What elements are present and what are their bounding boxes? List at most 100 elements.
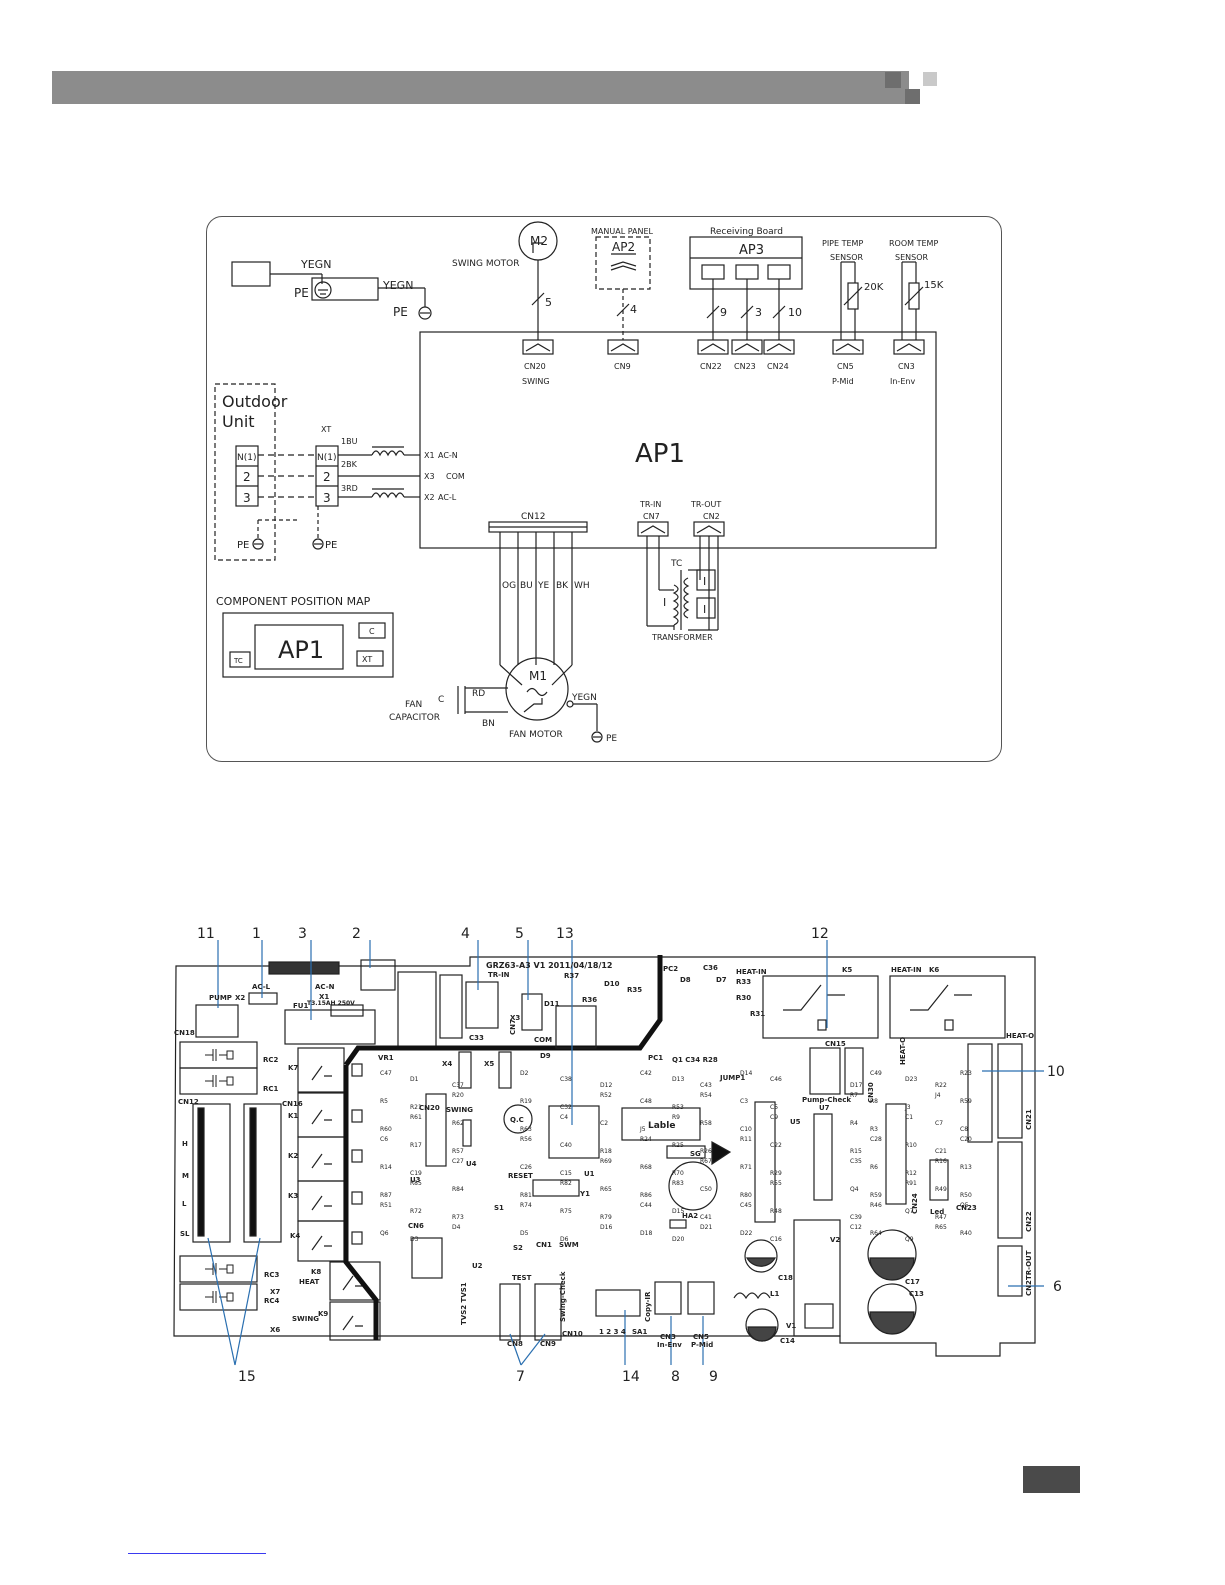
pcb-k9: K9 bbox=[318, 1310, 328, 1318]
pcb-r31: R31 bbox=[750, 1010, 765, 1018]
pcb-ref-c41: C41 bbox=[700, 1214, 712, 1221]
pcb-ref-c46: C46 bbox=[770, 1076, 782, 1083]
pcb-k8: K8 bbox=[311, 1268, 321, 1276]
cn12-wire-ye: YE bbox=[537, 581, 549, 591]
pcb-ha2: HA2 bbox=[682, 1212, 698, 1220]
manual-panel-ref: AP2 bbox=[612, 240, 635, 254]
manual-panel-title: MANUAL PANEL bbox=[591, 227, 654, 236]
pcb-swing: SWING bbox=[292, 1315, 319, 1323]
fan-capacitor-line1: FAN bbox=[405, 700, 422, 710]
pcb-ref-c22: C22 bbox=[770, 1142, 782, 1149]
pcb-ref-j4: J4 bbox=[934, 1092, 941, 1099]
cn12-label: CN12 bbox=[521, 512, 545, 522]
pcb-cn23: CN23 bbox=[956, 1204, 977, 1212]
callout-3: 3 bbox=[298, 926, 307, 942]
outdoor-unit-line1: Outdoor bbox=[222, 392, 288, 411]
pcb-ref-d20: D20 bbox=[672, 1236, 684, 1243]
pcb-ac-l: AC-L bbox=[252, 983, 271, 991]
pcb-ref-c39: C39 bbox=[850, 1214, 862, 1221]
pcb-ref-r24: R24 bbox=[640, 1136, 652, 1143]
pcb-ref-r85: R85 bbox=[410, 1180, 422, 1187]
fan-motor-symbol bbox=[505, 657, 569, 721]
pcb-pump-check: Pump-Check bbox=[802, 1096, 851, 1104]
pcb-ref-c47: C47 bbox=[380, 1070, 392, 1077]
transformer-label: TRANSFORMER bbox=[651, 633, 713, 642]
pcb-ref-r40: R40 bbox=[960, 1230, 972, 1237]
pcb-pump: PUMP bbox=[209, 994, 232, 1002]
pcb-ref-c42: C42 bbox=[640, 1070, 652, 1077]
pcb-s2: S2 bbox=[513, 1244, 523, 1252]
pcb-ref-c16: C16 bbox=[770, 1236, 782, 1243]
pcb-c18: C18 bbox=[778, 1274, 793, 1282]
pcb-ref-j5: J5 bbox=[639, 1126, 646, 1133]
pcb-x7: X7 bbox=[270, 1288, 280, 1296]
pcb-tvs: TVS2 TVS1 bbox=[460, 1282, 468, 1325]
pcb-u3: U3 bbox=[410, 1176, 421, 1184]
pcb-cn1: CN1 bbox=[536, 1241, 552, 1249]
receiving-board-box bbox=[689, 236, 803, 290]
pcb-heat-o: HEAT-O bbox=[1006, 1032, 1034, 1040]
callout-7: 7 bbox=[516, 1369, 525, 1385]
fan-motor-label: FAN MOTOR bbox=[509, 730, 563, 740]
pcb-ref-r79: R79 bbox=[600, 1214, 612, 1221]
pcb-ref-c28: C28 bbox=[870, 1136, 882, 1143]
pcb-ac-n: AC-N bbox=[315, 983, 335, 991]
ground-block bbox=[231, 261, 271, 287]
pcb-fu1: FU1 bbox=[293, 1002, 308, 1010]
xt-pe-label: PE bbox=[325, 540, 337, 551]
pcb-cn21: CN21 bbox=[1025, 1109, 1033, 1130]
outdoor-pe-label: PE bbox=[237, 540, 249, 551]
pcb-ref-d21: D21 bbox=[700, 1224, 712, 1231]
cn7-connector bbox=[637, 521, 669, 537]
pcb-ref-r16: R16 bbox=[935, 1158, 947, 1165]
pcb-tr-in: TR-IN bbox=[488, 971, 510, 979]
pcb-ref-r13: R13 bbox=[960, 1164, 972, 1171]
pcb-swing-check: Swing-Check bbox=[559, 1271, 567, 1322]
pcb-reset: RESET bbox=[508, 1172, 533, 1180]
pcb-x2: X2 bbox=[235, 994, 245, 1002]
pcb-ref-c32: C32 bbox=[560, 1104, 572, 1111]
input-x3: X3 bbox=[424, 472, 435, 481]
pcb-cn16: CN16 bbox=[282, 1100, 303, 1108]
pcb-ref-d18: D18 bbox=[640, 1230, 652, 1237]
pcb-d7: D7 bbox=[716, 976, 727, 984]
pipe-sensor-value: 20K bbox=[864, 282, 884, 293]
pcb-ref-r72: R72 bbox=[410, 1208, 422, 1215]
header-bar bbox=[52, 71, 909, 104]
cn2-label: CN2 bbox=[703, 512, 720, 521]
pcb-ref-r55: R55 bbox=[770, 1180, 782, 1187]
pcb-p-mid: P-Mid bbox=[691, 1341, 713, 1349]
pcb-ref-d17: D17 bbox=[850, 1082, 862, 1089]
receiving-board-ref: AP3 bbox=[739, 243, 764, 258]
callout-leaders bbox=[207, 940, 1044, 1366]
fan-capacitor-line2: CAPACITOR bbox=[389, 713, 440, 723]
rb-wire-count-1: 9 bbox=[720, 306, 727, 319]
cn12-wire-og: OG bbox=[502, 581, 516, 591]
cn22-label: CN22 bbox=[700, 362, 722, 371]
page-number-box bbox=[1023, 1466, 1080, 1493]
header-square-light bbox=[923, 72, 937, 86]
pcb-ref-r20: R20 bbox=[452, 1092, 464, 1099]
pcb-ref-c15: C15 bbox=[560, 1170, 572, 1177]
winding-i-1: I bbox=[663, 596, 666, 609]
cn7-label: CN7 bbox=[643, 512, 660, 521]
pcb-ref-c21: C21 bbox=[935, 1148, 947, 1155]
pcb-vr1: VR1 bbox=[378, 1054, 394, 1062]
pcb-heat-in-k6: HEAT-IN bbox=[891, 966, 922, 974]
fan-wire-yegn: YEGN bbox=[571, 693, 597, 703]
outdoor-unit-line2: Unit bbox=[222, 412, 255, 431]
pcb-ref-r60: R60 bbox=[380, 1126, 392, 1133]
pcb-ref-r73: R73 bbox=[452, 1214, 464, 1221]
winding-i-2: I bbox=[703, 575, 706, 588]
pcb-ref-d23: D23 bbox=[905, 1076, 917, 1083]
pcb-k3: K3 bbox=[288, 1192, 298, 1200]
pcb-r37: R37 bbox=[564, 972, 579, 980]
pcb-cn3: CN3 bbox=[660, 1333, 676, 1341]
pcb-ref-c44: C44 bbox=[640, 1202, 652, 1209]
pcb-ref-c50: C50 bbox=[700, 1186, 712, 1193]
pcb-ref-r8: R8 bbox=[870, 1098, 878, 1105]
pcb-ref-r65: R65 bbox=[935, 1224, 947, 1231]
component-map-title: COMPONENT POSITION MAP bbox=[216, 595, 371, 608]
pcb-ref-r67: R67 bbox=[700, 1158, 712, 1165]
pcb-c36: C36 bbox=[703, 964, 718, 972]
